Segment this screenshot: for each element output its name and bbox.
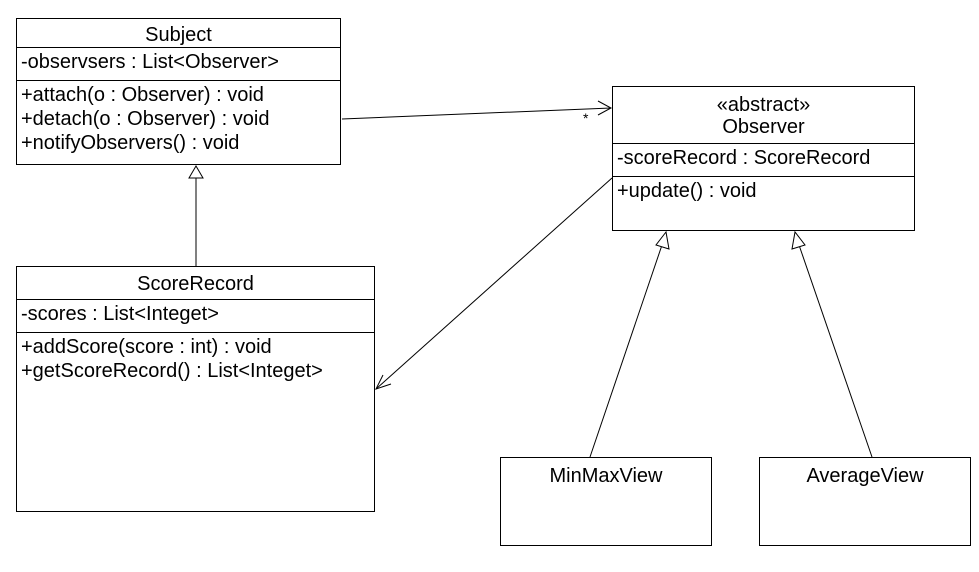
multiplicity-label: * [583,110,589,126]
methods-section: +update() : void [613,176,914,203]
method: +update() : void [617,180,757,202]
class-minmaxview[interactable]: MinMaxView [500,457,712,546]
class-name: Observer [722,116,805,138]
class-header: «abstract» Observer [613,87,914,143]
method: +addScore(score : int) : void [21,336,272,358]
attributes-section: -scores : List<Integet> [17,299,374,332]
averageview-observer-generalization [798,244,873,458]
method: +getScoreRecord() : List<Integet> [21,360,323,382]
method: +notifyObservers() : void [21,132,240,154]
class-name: Subject [145,24,212,46]
method: +attach(o : Observer) : void [21,84,264,106]
generalization-triangle [791,230,806,250]
generalization-triangle [655,230,670,250]
stereotype: «abstract» [716,94,811,116]
attribute: -scores : List<Integet> [21,303,219,325]
attribute: -observsers : List<Observer> [21,51,279,73]
generalization-triangle [188,165,204,179]
class-subject[interactable]: Subject -observsers : List<Observer> +at… [16,18,341,165]
observer-scorerecord-association [375,177,613,390]
attributes-section: -scoreRecord : ScoreRecord [613,143,914,176]
method: +detach(o : Observer) : void [21,108,270,130]
attributes-section: -observsers : List<Observer> [17,47,340,80]
class-averageview[interactable]: AverageView [759,457,971,546]
association-arrowhead [375,374,392,390]
attribute: -scoreRecord : ScoreRecord [617,147,871,169]
class-name: ScoreRecord [137,273,254,295]
class-scorerecord[interactable]: ScoreRecord -scores : List<Integet> +add… [16,266,375,512]
minmaxview-observer-generalization [589,244,663,458]
association-arrowhead [597,100,613,116]
class-name: MinMaxView [549,465,663,487]
subject-observer-association [341,107,612,120]
class-name: AverageView [806,465,924,487]
methods-section: +attach(o : Observer) : void +detach(o :… [17,80,340,155]
class-observer[interactable]: «abstract» Observer -scoreRecord : Score… [612,86,915,231]
methods-section: +addScore(score : int) : void +getScoreR… [17,332,374,383]
